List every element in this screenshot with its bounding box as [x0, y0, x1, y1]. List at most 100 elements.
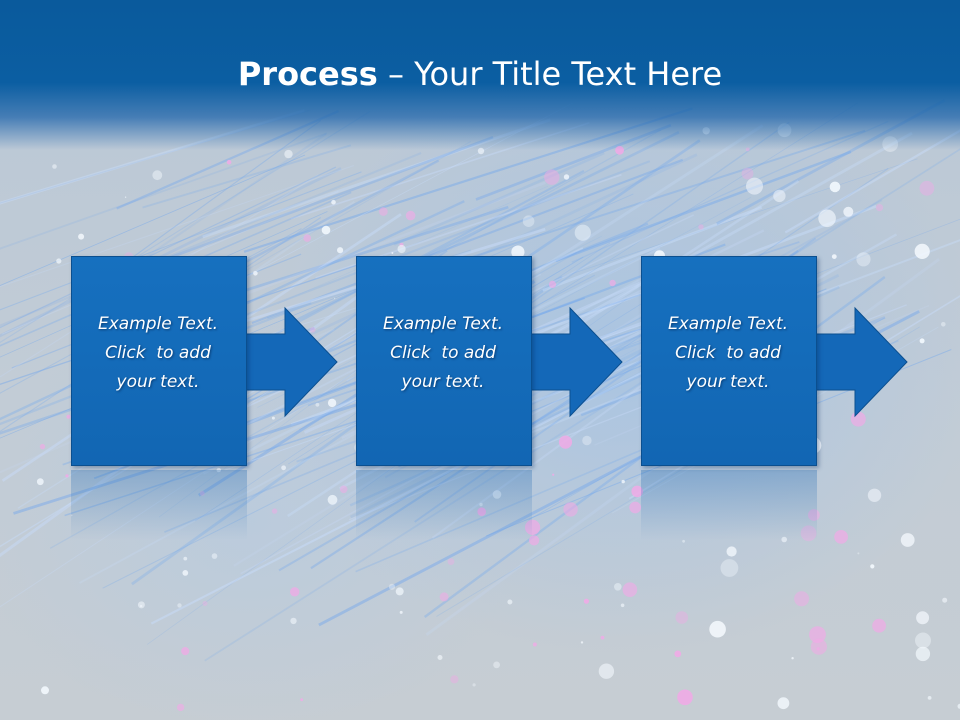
bokeh-dot: [337, 247, 344, 254]
bokeh-dot: [511, 245, 525, 259]
bokeh-dot: [182, 570, 189, 576]
bokeh-dot: [281, 465, 286, 471]
bokeh-dot: [941, 322, 946, 327]
bokeh-dot: [808, 509, 820, 521]
bokeh-dot: [331, 199, 336, 205]
bokeh-dot: [857, 552, 860, 555]
step-1-box[interactable]: [71, 256, 247, 466]
bokeh-dot: [582, 435, 592, 446]
step-1[interactable]: Example Text. Click to add your text.: [71, 256, 247, 466]
bokeh-dot: [447, 558, 455, 565]
bokeh-dot: [284, 149, 293, 159]
bokeh-dot: [177, 603, 182, 608]
bokeh-dot: [600, 635, 605, 640]
bokeh-dot: [746, 177, 763, 195]
bokeh-dot: [181, 647, 190, 656]
step-3-line-2: Click to add: [675, 343, 781, 363]
bokeh-dot: [226, 159, 232, 165]
bokeh-dot: [919, 338, 925, 344]
step-2[interactable]: Example Text. Click to add your text.: [356, 256, 532, 466]
bokeh-dot: [794, 591, 810, 607]
bokeh-dot: [614, 583, 622, 591]
step-3-line-1: Example Text.: [667, 314, 789, 334]
bokeh-dot: [622, 582, 638, 597]
bokeh-dot: [507, 599, 513, 605]
bokeh-dot: [399, 610, 403, 614]
bokeh-dot: [631, 485, 643, 498]
bokeh-dot: [39, 443, 46, 450]
step-3-text[interactable]: Example Text. Click to add your text.: [647, 310, 809, 397]
bokeh-dot: [574, 224, 591, 241]
bokeh-dot: [629, 501, 642, 514]
bokeh-dot: [598, 663, 615, 679]
bokeh-dot: [810, 638, 828, 655]
bokeh-dot: [152, 170, 163, 181]
bokeh-dot: [65, 474, 69, 478]
bokeh-dot: [773, 189, 786, 203]
bokeh-dot: [334, 297, 336, 300]
fiber-streak: [0, 164, 355, 288]
step-1-text[interactable]: Example Text. Click to add your text.: [77, 310, 239, 397]
bokeh-dot: [176, 703, 185, 712]
step-2-line-2: Click to add: [390, 343, 496, 363]
bokeh-dot: [677, 689, 693, 706]
bokeh-dot: [915, 646, 931, 662]
step-3-box[interactable]: [641, 256, 817, 466]
bokeh-dot: [290, 617, 297, 625]
bokeh-dot: [709, 620, 726, 638]
step-2-box[interactable]: [356, 256, 532, 466]
bokeh-dot: [726, 546, 737, 557]
step-3[interactable]: Example Text. Click to add your text.: [641, 256, 817, 466]
bokeh-dot: [309, 327, 316, 333]
bokeh-dot: [202, 601, 208, 606]
bokeh-dots: [36, 123, 960, 712]
step-2-text[interactable]: Example Text. Click to add your text.: [362, 310, 524, 397]
bokeh-dot: [321, 225, 331, 235]
bokeh-dot: [66, 414, 71, 419]
bokeh-dot: [609, 279, 616, 287]
step-2-line-3: your text.: [401, 372, 485, 392]
bokeh-dot: [477, 507, 487, 516]
bokeh-dot: [271, 508, 278, 514]
bokeh-dot: [183, 556, 188, 561]
bokeh-dot: [927, 696, 932, 700]
bokeh-dot: [580, 641, 584, 644]
fiber-streak: [549, 131, 913, 336]
arrow-2[interactable]: [524, 306, 625, 418]
bokeh-dot: [867, 488, 882, 502]
bokeh-dot: [492, 490, 502, 499]
fiber-streak: [0, 110, 371, 344]
bokeh-dot: [831, 254, 837, 259]
bokeh-dot: [253, 271, 258, 276]
bokeh-dot: [472, 683, 476, 687]
bokeh-dot: [439, 592, 449, 602]
bokeh-dot: [450, 675, 459, 684]
fiber-streak: [542, 205, 763, 292]
bokeh-dot: [388, 583, 396, 590]
arrow-1[interactable]: [239, 306, 340, 418]
bokeh-dot: [583, 598, 590, 604]
bokeh-dot: [674, 650, 682, 658]
bokeh-dot: [216, 467, 221, 473]
bokeh-dot: [522, 215, 535, 227]
step-1-line-1: Example Text.: [97, 314, 219, 334]
bokeh-dot: [957, 703, 960, 709]
arrow-1-shape: [239, 306, 338, 418]
bokeh-dot: [405, 210, 416, 221]
bokeh-dot: [479, 502, 483, 507]
bokeh-dot: [620, 603, 625, 608]
slide-title[interactable]: Process – Your Title Text Here: [0, 52, 960, 96]
bokeh-dot: [558, 435, 573, 449]
bokeh-dot: [271, 416, 275, 420]
fiber-streak: [277, 185, 549, 304]
bokeh-dot: [211, 553, 218, 559]
bokeh-dot: [315, 402, 320, 407]
bokeh-dot: [563, 502, 578, 517]
bokeh-dot: [532, 642, 537, 647]
bokeh-dot: [791, 657, 794, 660]
arrow-3[interactable]: [809, 306, 910, 418]
bokeh-dot: [300, 698, 304, 702]
bokeh-dot: [875, 204, 884, 212]
bokeh-dot: [397, 244, 406, 254]
bokeh-dot: [914, 243, 930, 259]
